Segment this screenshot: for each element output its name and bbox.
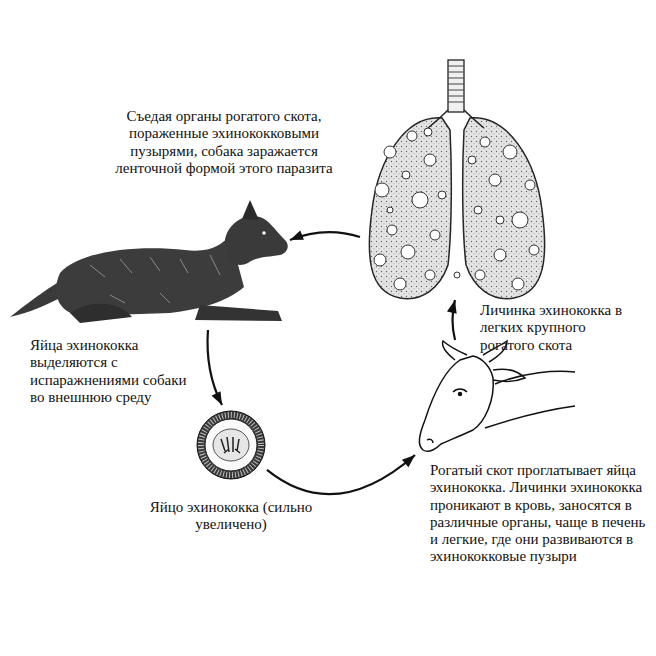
caption-text: Яйцо эхинококка (сильно увеличено) (145, 499, 317, 534)
caption-box: Яйца эхинококка выделяются с испаражнени… (30, 337, 198, 406)
lungs-picture (369, 60, 544, 299)
caption-box: Личинка эхинококка в легких крупного рог… (480, 302, 632, 354)
cycle-arrow (208, 330, 222, 405)
egg-picture (197, 411, 265, 479)
stage-node: Яйцо эхинококка (сильно увеличено) (195, 405, 267, 483)
caption-box: Яйцо эхинококка (сильно увеличено) (145, 499, 317, 534)
arrow-head (212, 391, 222, 405)
stage-node: Личинка эхинококка в легких крупного рог… (360, 60, 555, 300)
stage-node: Яйца эхинококка выделяются с испаражнени… (10, 195, 290, 330)
arrow-head (290, 230, 304, 239)
arrow-head (447, 300, 457, 314)
caption-text: Съедая органы рогатого скота, пораженные… (95, 108, 353, 177)
cow-picture (419, 341, 575, 451)
caption-box: Съедая органы рогатого скота, пораженные… (95, 108, 353, 177)
arrow-head (402, 455, 415, 467)
caption-box: Рогатый скот проглатывает яйца эхинококк… (430, 462, 648, 566)
caption-text: Яйца эхинококка выделяются с испаражнени… (30, 337, 198, 406)
caption-text: Рогатый скот проглатывает яйца эхинококк… (430, 462, 648, 566)
cycle-arrow (267, 455, 415, 494)
caption-text: Личинка эхинококка в легких крупного рог… (480, 302, 632, 354)
dog-picture (10, 200, 288, 323)
stage-node: Рогатый скот проглатывает яйца эхинококк… (415, 340, 525, 460)
